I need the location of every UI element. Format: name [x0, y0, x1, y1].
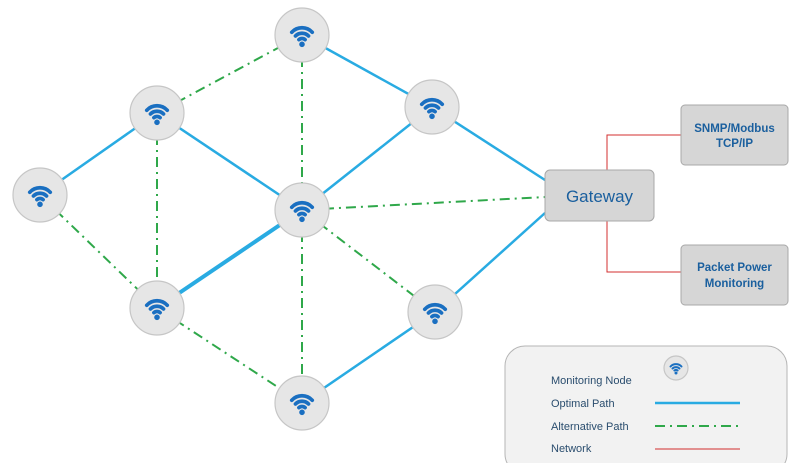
optimal-path-line [301, 106, 433, 211]
monitoring-nodes [12, 7, 463, 431]
network-line-snmp [606, 134, 681, 180]
legend: Monitoring Node Optimal Path Alternative… [504, 345, 788, 463]
gateway-label: Gateway [566, 187, 634, 206]
optimal-path-line [156, 111, 303, 212]
snmp-label-line1: SNMP/Modbus [694, 123, 775, 135]
alternative-path-line [156, 307, 303, 404]
monitoring-node [407, 284, 463, 340]
snmp-modbus-box: SNMP/Modbus TCP/IP [680, 104, 789, 166]
snmp-label-line2: TCP/IP [716, 138, 753, 150]
monitoring-node [404, 79, 460, 135]
gateway-box: Gateway [544, 169, 655, 222]
network-line-packet [606, 213, 681, 273]
alternative-path-line [301, 209, 436, 313]
monitoring-node [129, 85, 185, 141]
packet-label-line1: Packet Power [697, 262, 772, 274]
legend-alternative-path-label: Alternative Path [551, 421, 629, 433]
legend-optimal-path-label: Optimal Path [551, 398, 615, 410]
monitoring-node [12, 167, 68, 223]
packet-label-line2: Monitoring [705, 278, 764, 290]
optimal-path-line [155, 208, 304, 310]
legend-network-label: Network [551, 443, 592, 455]
packet-power-box: Packet Power Monitoring [680, 244, 789, 306]
monitoring-node [274, 182, 330, 238]
alternative-path-line [301, 196, 546, 211]
monitoring-node [274, 7, 330, 63]
monitoring-node [129, 280, 185, 336]
monitoring-node [274, 375, 330, 431]
legend-node-symbol [663, 355, 689, 381]
legend-monitoring-node-label: Monitoring Node [551, 375, 632, 387]
network-lines [606, 134, 681, 273]
